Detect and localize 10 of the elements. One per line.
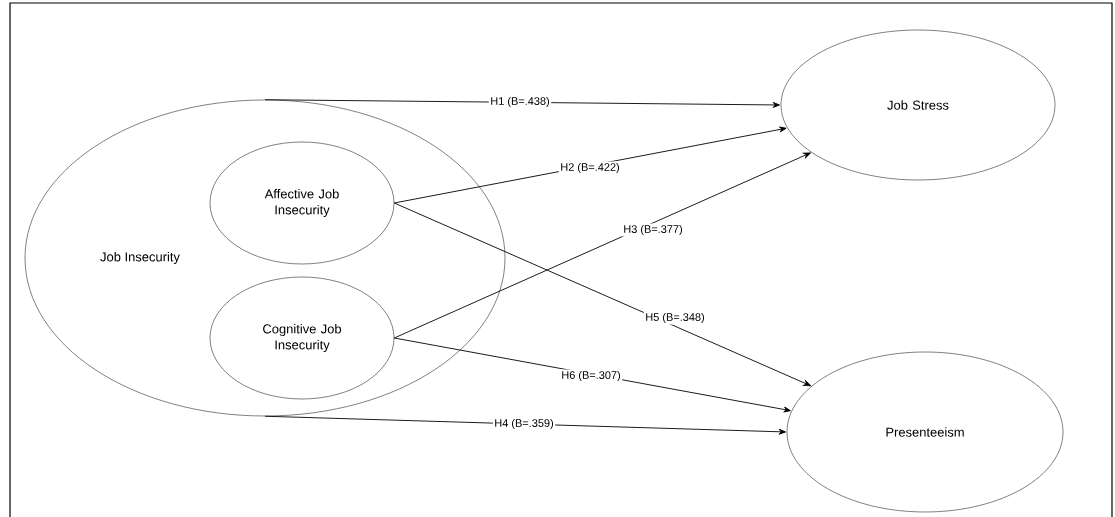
edge-label: H6 (B=.307) (559, 369, 623, 383)
edge-label: H2 (B=.422) (558, 161, 622, 175)
edge-label: H1 (B=.438) (488, 95, 552, 109)
arrow (264, 99, 780, 108)
edge-label: H5 (B=.348) (643, 311, 707, 325)
arrow (393, 152, 811, 339)
arrow (264, 415, 786, 435)
edge-label: H4 (B=.359) (492, 417, 556, 431)
arrow (393, 202, 811, 387)
edge-label: H3 (B=.377) (621, 223, 685, 237)
